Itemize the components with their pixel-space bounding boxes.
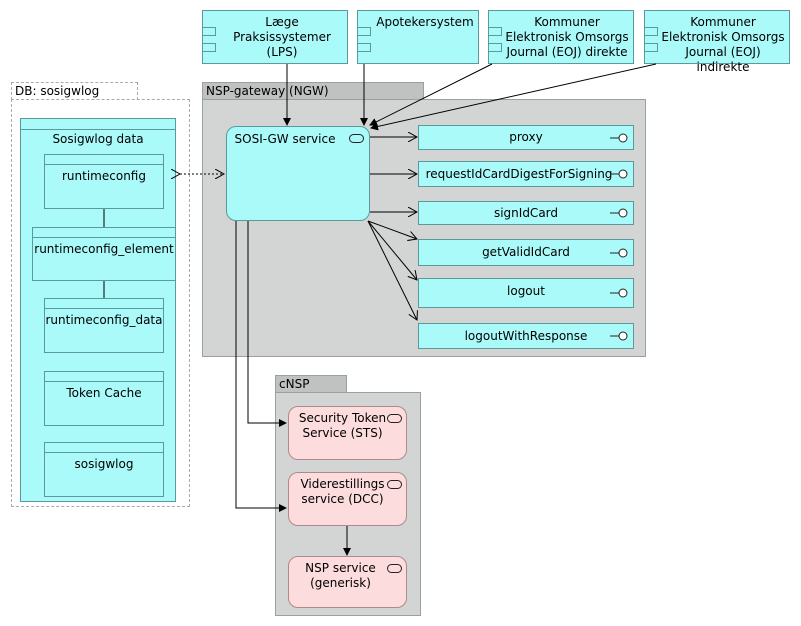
lps-system: Læge Praksissystemer (LPS) [202,10,348,64]
sosigw-to-dcc-line [235,221,287,512]
eoj-direkte-to-sosigw-line [369,63,493,126]
eoj-indirekte-system: Kommuner Elektronisk Omsorgs Journal (EO… [644,10,790,74]
eoj-direkte-label: Kommuner Elektronisk Omsorgs Journal (EO… [505,15,629,59]
interface-lollipop-icon [610,133,628,142]
table-sosigwlog: sosigwlog [44,442,164,497]
table-runtimeconfig-data: runtimeconfig_data [44,298,164,353]
component-icon [357,27,371,36]
lps-label: Læge Praksissystemer (LPS) [233,15,331,59]
sosi-gw-service-label: SOSI-GW service [234,132,336,146]
service-icon [387,480,402,489]
endpoint-logout-with-response: logoutWithResponse [418,323,634,349]
nsp-service: NSP service (generisk) [288,556,407,608]
cnsp-group-tab: cNSP [275,375,347,393]
dcc-service: Viderestillings service (DCC) [288,472,407,526]
sosigw-to-logoutwr-line [367,220,417,320]
endpoint-sign-id-card: signIdCard [418,201,634,225]
component-icon [488,43,502,52]
interface-lollipop-icon [610,288,628,298]
apotek-system: Apotekersystem [357,10,479,64]
service-icon [387,414,402,423]
sosigwlog-data-label: Sosigwlog data [52,132,144,146]
endpoint-proxy: proxy [418,125,634,150]
sosi-gw-service: SOSI-GW service [226,126,370,221]
interface-lollipop-icon [610,248,628,257]
apotek-label: Apotekersystem [376,15,474,29]
sts-label: Security Token Service (STS) [298,411,387,440]
sosigw-to-getvalid-line [367,220,417,239]
component-icon [644,43,658,52]
eoj-direkte-system: Kommuner Elektronisk Omsorgs Journal (EO… [488,10,634,64]
eoj-indirekte-label: Kommuner Elektronisk Omsorgs Journal (EO… [661,15,785,74]
table-runtimeconfig: runtimeconfig [44,154,164,209]
sosigw-to-sts-line [247,221,287,427]
nsp-label: NSP service (generisk) [305,561,376,590]
ngw-group-tab: NSP-gateway (NGW) [202,82,424,100]
sosigw-to-logout-line [367,220,417,280]
interface-lollipop-icon [610,208,628,218]
dcc-label: Viderestillings service (DCC) [300,477,385,506]
service-icon [387,564,402,573]
component-icon [202,27,216,36]
component-icon [357,43,371,52]
interface-lollipop-icon [610,169,628,179]
eoj-indirekte-to-sosigw-line [370,63,657,131]
table-token-cache: Token Cache [44,371,164,426]
sts-service: Security Token Service (STS) [288,406,407,460]
table-runtimeconfig-element: runtimeconfig_element [32,227,176,281]
component-icon [202,43,216,52]
endpoint-request-id-card-digest: requestIdCardDigestForSigning [418,161,634,187]
service-icon [349,134,364,143]
endpoint-get-valid-id-card: getValidIdCard [418,239,634,266]
component-icon [488,27,502,36]
interface-lollipop-icon [610,331,628,341]
endpoint-logout: logout [418,278,634,308]
component-icon [644,27,658,36]
